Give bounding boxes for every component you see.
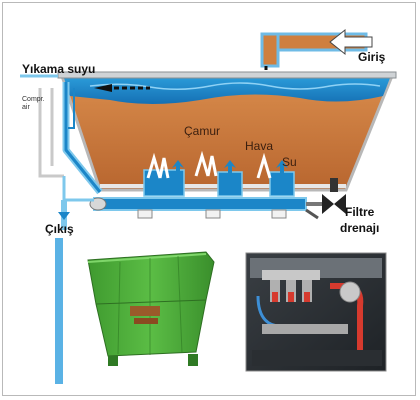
figure-frame [2,2,416,396]
water-label: Su [282,155,297,169]
filter-drain-label: Filtre drenajı [340,205,380,235]
air-nozzles [143,150,295,197]
green-tank-illustration [87,251,215,366]
mud-label: Çamur [184,124,221,138]
wash-water-label: Yıkama suyu [22,62,96,76]
compressed-air-label: Compr. air [22,96,45,111]
piping-photo [245,252,387,372]
tank [57,71,397,192]
outlet-label: Çıkış [45,222,74,236]
inlet-label: Giriş [358,50,386,64]
bottom-plenum [89,178,346,220]
outlet-pipe [55,176,94,384]
wash-water-pipe [20,74,103,195]
air-label: Hava [245,139,274,153]
